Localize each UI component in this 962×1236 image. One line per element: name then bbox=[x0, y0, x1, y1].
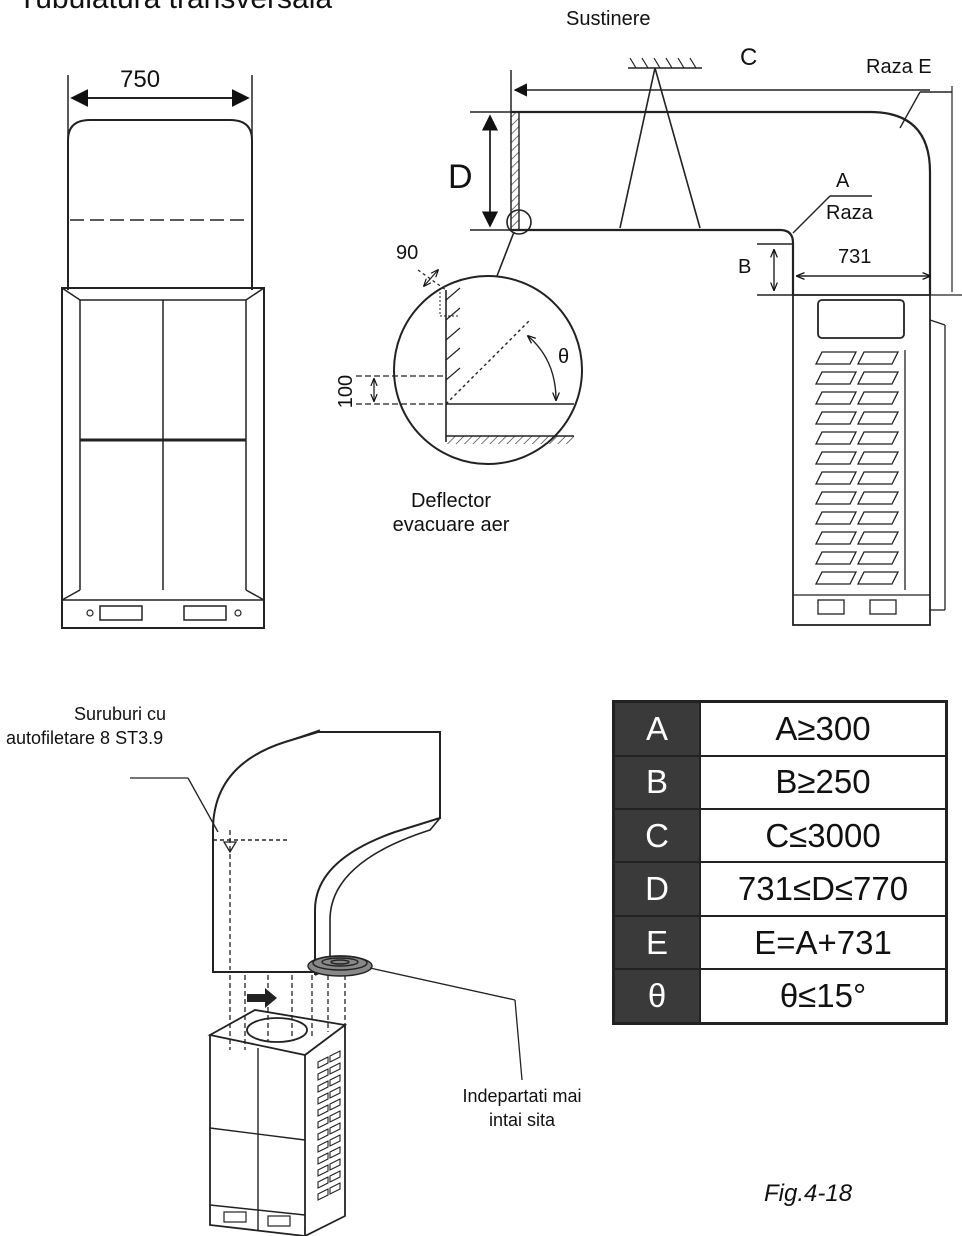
dim-90-label: 90 bbox=[396, 242, 419, 264]
table-row: A A≥300 bbox=[612, 700, 948, 757]
table-row: C C≤3000 bbox=[612, 807, 948, 864]
row-value: B≥250 bbox=[699, 754, 948, 811]
filter-grille bbox=[307, 955, 523, 1081]
deflector-label-2: evacuare aer bbox=[392, 514, 510, 536]
table-row: θ θ≤15° bbox=[612, 968, 948, 1025]
front-view-unit bbox=[61, 75, 265, 629]
deflector-detail bbox=[356, 270, 583, 465]
row-key: A bbox=[612, 700, 701, 757]
table-row: B B≥250 bbox=[612, 754, 948, 811]
deflector-label-1: Deflector bbox=[410, 490, 492, 512]
dim-100-label: 100 bbox=[335, 374, 358, 409]
theta-label: θ bbox=[558, 346, 570, 368]
dim-D-label: D bbox=[448, 158, 473, 196]
row-value: C≤3000 bbox=[699, 807, 948, 864]
width-750-label: 750 bbox=[120, 66, 161, 93]
figure-caption: Fig.4-18 bbox=[764, 1180, 853, 1207]
spec-table: A A≥300 B B≥250 C C≤3000 D 731≤D≤770 E E… bbox=[612, 700, 948, 1025]
row-key: E bbox=[612, 914, 701, 971]
row-key: C bbox=[612, 807, 701, 864]
move-arrow-icon bbox=[247, 988, 277, 1008]
row-value: θ≤15° bbox=[699, 968, 948, 1025]
remove-filter-label-2: intai sita bbox=[488, 1110, 556, 1130]
row-value: A≥300 bbox=[699, 700, 948, 757]
side-view-unit bbox=[792, 294, 946, 626]
dim-B-label: B bbox=[738, 256, 752, 278]
row-value: E=A+731 bbox=[699, 914, 948, 971]
side-view-duct bbox=[470, 57, 962, 296]
width-731-label: 731 bbox=[838, 246, 872, 268]
row-key: B bbox=[612, 754, 701, 811]
row-key: θ bbox=[612, 968, 701, 1025]
dim-C-label: C bbox=[740, 44, 758, 71]
table-row: E E=A+731 bbox=[612, 914, 948, 971]
section-title-partial: Tubulatura transversala bbox=[18, 0, 332, 16]
side-view-louvers bbox=[814, 351, 900, 585]
iso-unit-louvers bbox=[317, 1050, 341, 1201]
screws-label-2: autofiletare 8 ST3.9 bbox=[6, 728, 164, 748]
iso-dashed-guides bbox=[229, 975, 346, 1050]
iso-duct bbox=[130, 729, 441, 976]
radius-label: Raza bbox=[826, 202, 873, 224]
support-label: Sustinere bbox=[566, 8, 651, 30]
screws-label-1: Suruburi cu bbox=[73, 704, 167, 724]
top-panel-bg bbox=[36, 28, 962, 662]
row-value: 731≤D≤770 bbox=[699, 861, 948, 917]
dim-A-label: A bbox=[836, 170, 850, 192]
table-row: D 731≤D≤770 bbox=[612, 861, 948, 917]
remove-filter-label-1: Indepartati mai bbox=[462, 1086, 582, 1106]
row-key: D bbox=[612, 861, 701, 917]
radius-E-label: Raza E bbox=[866, 56, 932, 78]
iso-unit bbox=[207, 1009, 348, 1236]
